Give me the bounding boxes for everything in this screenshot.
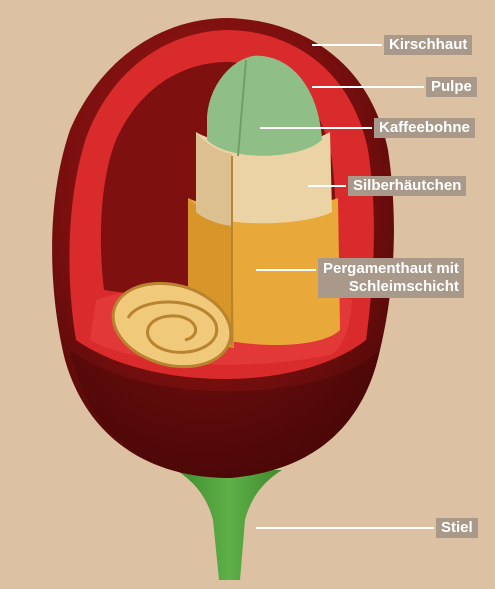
label-kirschhaut: Kirschhaut bbox=[384, 35, 472, 55]
pergamenthaut-leader-line bbox=[256, 269, 316, 271]
label-pergamenthaut: Pergamenthaut mit Schleimschicht bbox=[318, 258, 464, 298]
stem bbox=[176, 470, 282, 580]
label-kaffeebohne: Kaffeebohne bbox=[374, 118, 475, 138]
stiel-leader-line bbox=[256, 527, 434, 529]
label-pergamenthaut-line1: Pergamenthaut mit bbox=[323, 260, 459, 278]
label-pergamenthaut-line2: Schleimschicht bbox=[323, 278, 459, 296]
label-stiel: Stiel bbox=[436, 518, 478, 538]
kaffeebohne-leader-line bbox=[260, 127, 372, 129]
pulpe-leader-line bbox=[312, 86, 424, 88]
label-silberhaeutchen: Silberhäutchen bbox=[348, 176, 466, 196]
kirschhaut-leader-line bbox=[312, 44, 382, 46]
silberhaeutchen-leader-line bbox=[308, 185, 346, 187]
label-pulpe: Pulpe bbox=[426, 77, 477, 97]
